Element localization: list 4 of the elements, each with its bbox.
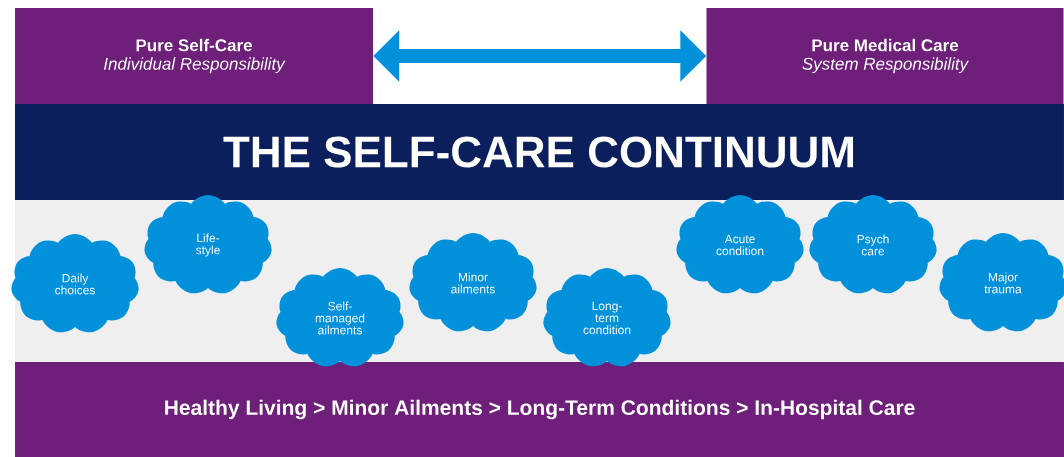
header-box: Pure Medical Care System Responsibility	[706, 8, 1064, 104]
header-box: Pure Self-Care Individual Responsibility	[15, 8, 373, 104]
title-band: THE SELF-CARE CONTINUUM	[15, 104, 1064, 200]
footer-band: Healthy Living > Minor Ailments > Long-Term Conditions > In-Hospital Care	[15, 362, 1064, 457]
